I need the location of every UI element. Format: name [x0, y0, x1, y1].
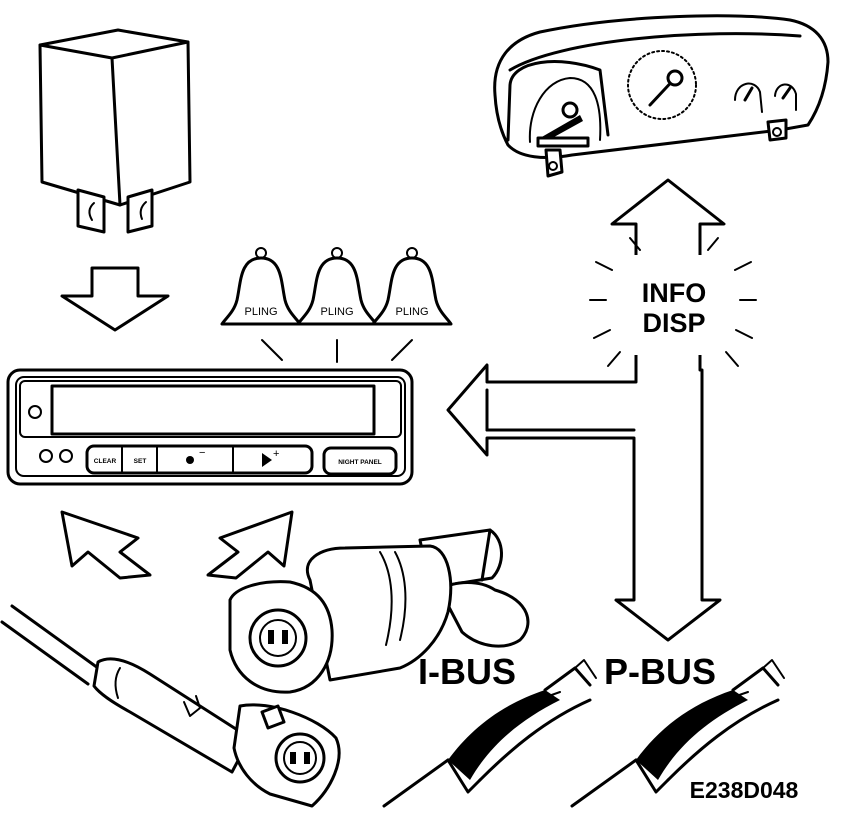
info-disp-label-line2: DISP — [642, 308, 705, 338]
glow-rays — [589, 237, 757, 367]
bell-label-1: PLING — [244, 306, 277, 318]
bell-label-3: PLING — [395, 306, 428, 318]
wire-bundle-icon — [382, 659, 597, 808]
relay-icon — [38, 28, 192, 234]
instrument-cluster-icon — [493, 14, 830, 178]
figure-code: E238D048 — [690, 777, 799, 803]
bell-icon: PLING — [220, 247, 302, 361]
info-bus-arrows: INFO DISP — [446, 178, 757, 642]
ibus-label: I-BUS — [418, 651, 516, 692]
set-button-label: SET — [134, 458, 147, 465]
display-unit: CLEAR SET − + NIGHT PANEL — [6, 368, 414, 486]
sensor-plug-icon — [228, 528, 530, 694]
sensor-up-arrow-right — [206, 510, 294, 580]
info-disp-label-line1: INFO — [642, 278, 707, 308]
minus-button-label: − — [199, 447, 205, 459]
sensor-plug-icon — [0, 604, 341, 808]
relay-down-arrow — [60, 266, 170, 332]
plus-button-label: + — [273, 448, 279, 460]
clear-button-label: CLEAR — [94, 458, 117, 465]
wire-bundle-icon — [570, 659, 785, 808]
bell-icon: PLING — [296, 247, 378, 363]
night-panel-button-label: NIGHT PANEL — [338, 459, 382, 466]
sensor-up-arrow-left — [60, 510, 152, 580]
bell-icon: PLING — [371, 247, 453, 361]
bell-label-2: PLING — [320, 306, 353, 318]
pbus-label: P-BUS — [604, 651, 716, 692]
